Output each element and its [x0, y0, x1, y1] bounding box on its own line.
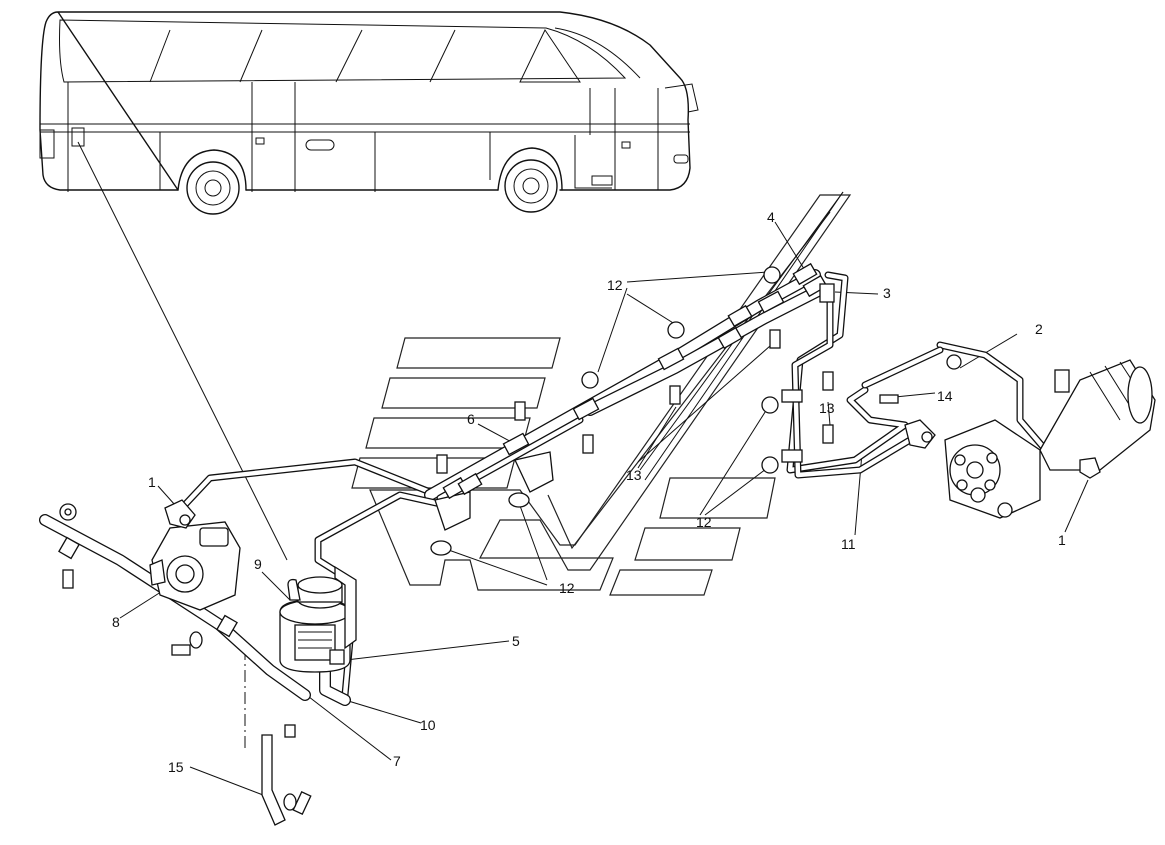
callout-14: 14 — [937, 388, 953, 404]
callout-10: 10 — [420, 717, 436, 733]
callout-2: 2 — [1035, 321, 1043, 337]
bus-outline — [39, 11, 699, 215]
callout-11: 11 — [841, 536, 856, 552]
callout-12-right: 12 — [696, 514, 712, 530]
callout-4: 4 — [767, 209, 775, 225]
callout-7: 7 — [393, 753, 401, 769]
leader-lines — [77, 141, 1089, 796]
fitting-pump — [164, 499, 196, 529]
callout-15: 15 — [168, 759, 184, 775]
unions — [442, 262, 835, 500]
callout-6: 6 — [467, 411, 475, 427]
clamps — [58, 290, 803, 826]
callout-12-bottom: 12 — [559, 580, 575, 596]
callout-13-center: 13 — [626, 467, 642, 483]
callout-12-top: 12 — [607, 277, 623, 293]
bolts-and-nuts — [59, 266, 962, 816]
hydraulic-pump — [149, 521, 241, 611]
callout-8: 8 — [112, 614, 120, 630]
callout-9: 9 — [254, 556, 262, 572]
callout-labels: 1 1 2 3 4 5 6 7 8 9 10 11 12 12 12 13 13… — [112, 209, 1066, 775]
callout-3: 3 — [883, 285, 891, 301]
fitting-loop — [904, 419, 936, 449]
callout-13-right: 13 — [819, 400, 835, 416]
callout-5: 5 — [512, 633, 520, 649]
logo-watermark — [351, 194, 852, 596]
callout-1-gear: 1 — [1058, 532, 1066, 548]
steering-gear — [944, 359, 1156, 519]
callout-1-pump: 1 — [148, 474, 156, 490]
